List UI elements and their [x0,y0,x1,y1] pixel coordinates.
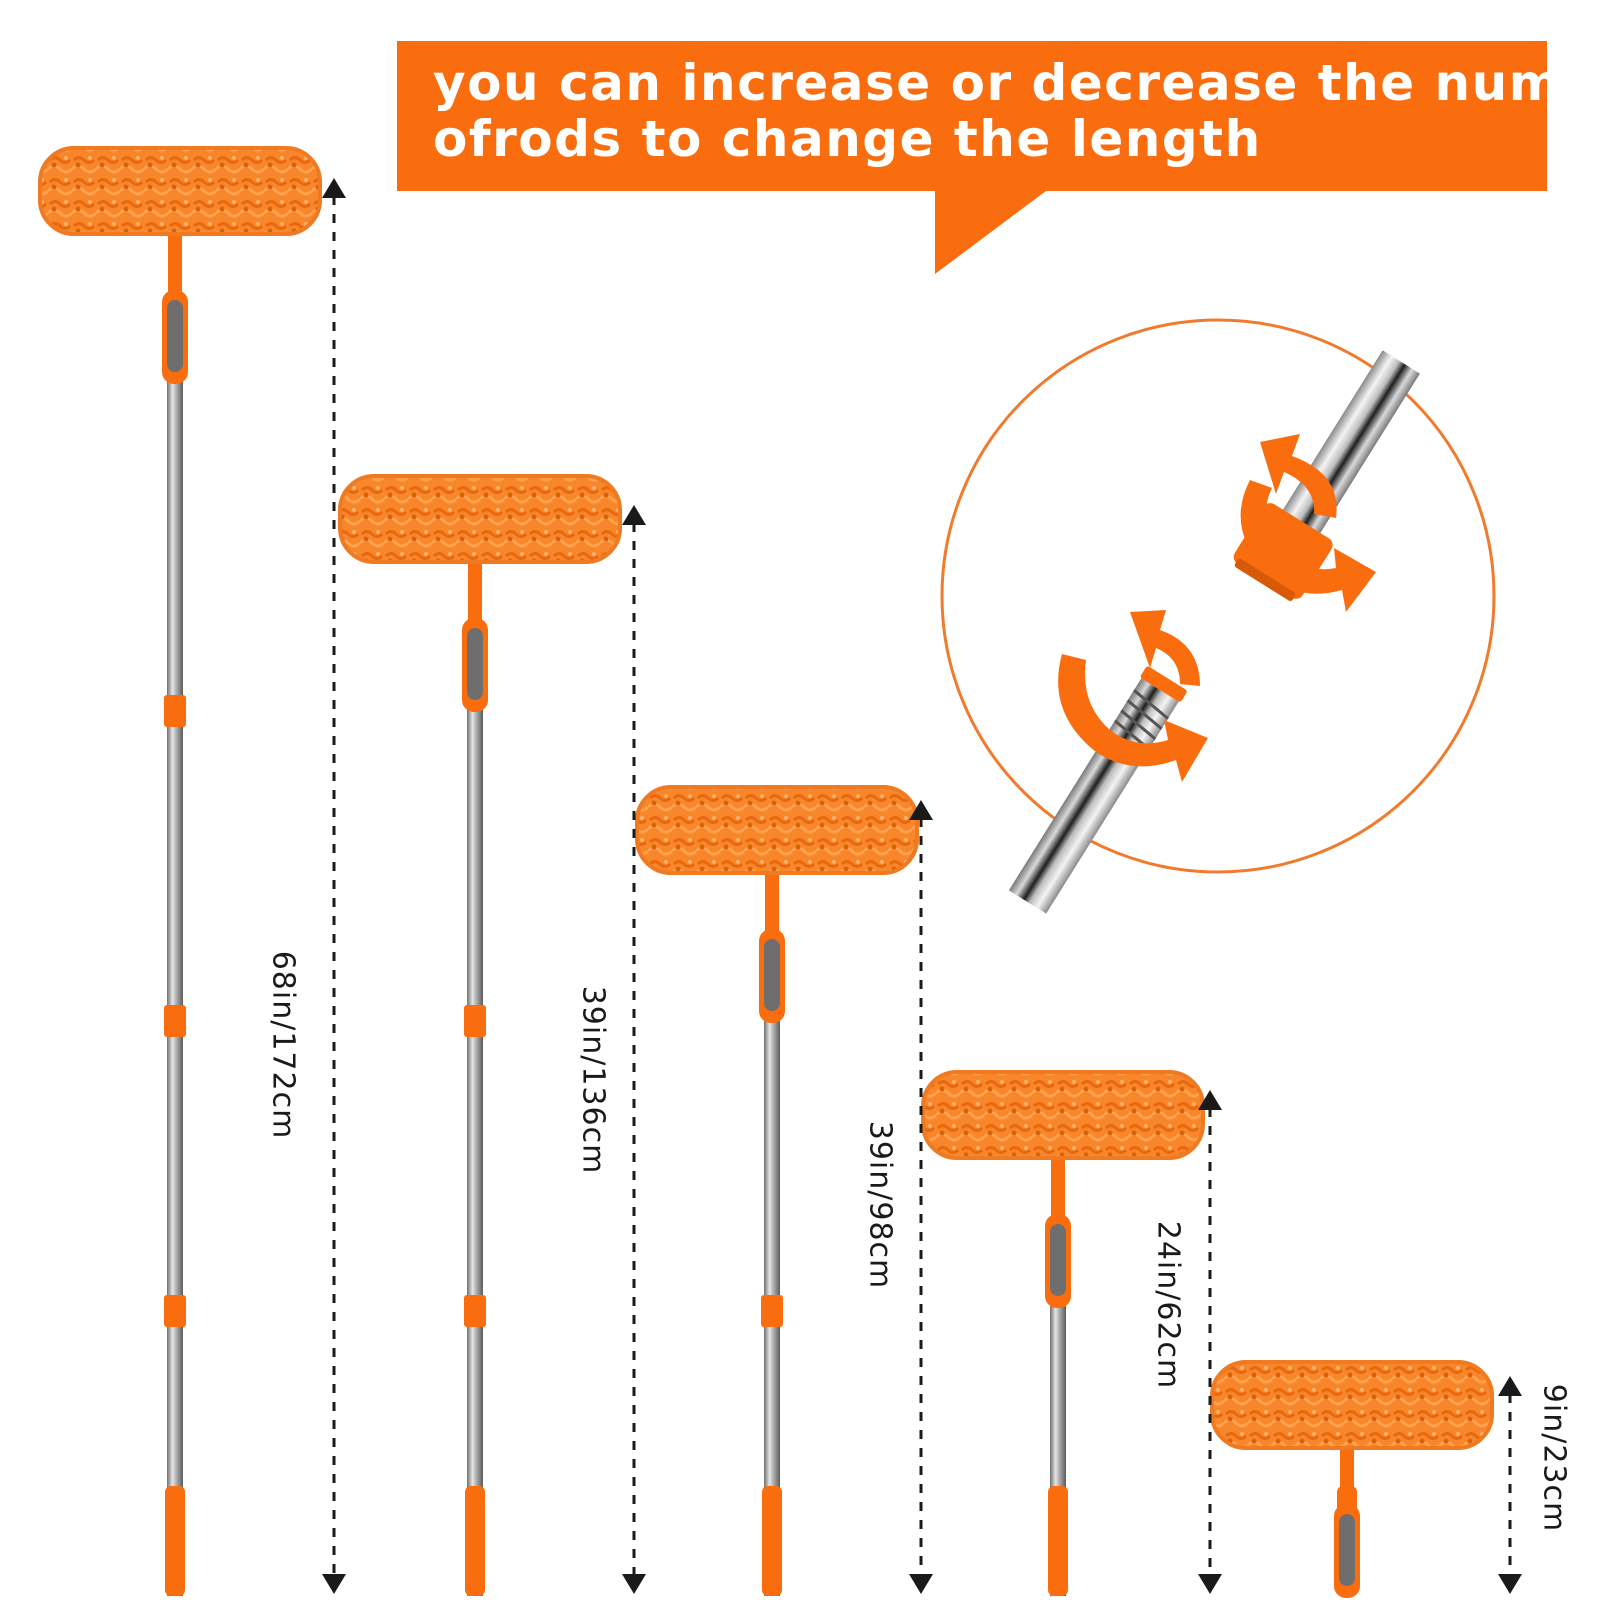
handle-grip [1050,1224,1066,1296]
pole-joint-inset [940,318,1496,914]
callout-line-1: you can increase or decrease the number [433,54,1600,112]
dimension-text: 24in/62cm [1150,1220,1186,1390]
pole-end-cap [762,1486,782,1596]
arrow-up-icon [909,800,933,820]
dimension-text: 39in/136cm [575,985,611,1175]
pole-coupler [464,1295,486,1327]
dimension-arrow-5 [1498,1376,1522,1594]
arrow-down-icon [909,1574,933,1594]
arrow-up-icon [1198,1090,1222,1110]
mop-1 [38,146,322,1596]
handle-neck [1051,1152,1065,1222]
dimension-arrow-1 [322,178,346,1594]
pole-coupler [464,1005,486,1037]
pole-coupler [164,1295,186,1327]
mop-head [38,146,322,236]
handle-neck [468,556,482,626]
mop-head [1210,1360,1494,1450]
arrow-up-icon [322,178,346,198]
handle-grip [167,300,183,372]
mop-2 [338,474,622,1596]
callout-text: you can increase or decrease the number … [433,54,1600,168]
dimension-arrow-2 [622,505,646,1594]
handle-grip [764,939,780,1011]
dimension-text: 68in/172cm [265,950,301,1140]
pole [467,710,483,1596]
pole-coupler [761,1295,783,1327]
arrow-up-icon [622,505,646,525]
pole [167,382,183,1596]
mop-3 [635,785,919,1596]
dimension-text: 9in/23cm [1536,1383,1572,1533]
handle-neck [765,867,779,937]
pole-end-cap [465,1486,485,1596]
pole-end-cap [1048,1486,1068,1596]
pole-coupler [164,695,186,727]
handle-neck [1340,1442,1354,1512]
callout-pointer [935,188,1050,274]
mop-head [635,785,919,875]
arrow-down-icon [622,1574,646,1594]
handle-grip [1339,1514,1355,1586]
arrow-up-icon [1498,1376,1522,1396]
inset-circle [940,318,1496,874]
arrow-down-icon [1498,1574,1522,1594]
pole-end-cap [165,1486,185,1596]
arrow-down-icon [322,1574,346,1594]
callout-line-2: ofrods to change the length [433,110,1262,168]
mop-4 [921,1070,1205,1596]
handle-grip [467,628,483,700]
handle-neck [168,228,182,298]
rotate-arrow-icon [1058,434,1376,782]
pole-coupler [164,1005,186,1037]
mop-head [921,1070,1205,1160]
mop-5 [1210,1360,1494,1598]
dimension-arrow-3 [909,800,933,1594]
arrow-down-icon [1198,1574,1222,1594]
mop-head [338,474,622,564]
dimension-text: 39in/98cm [862,1120,898,1290]
info-callout: you can increase or decrease the number … [397,41,1600,191]
dimension-arrow-4 [1198,1090,1222,1594]
